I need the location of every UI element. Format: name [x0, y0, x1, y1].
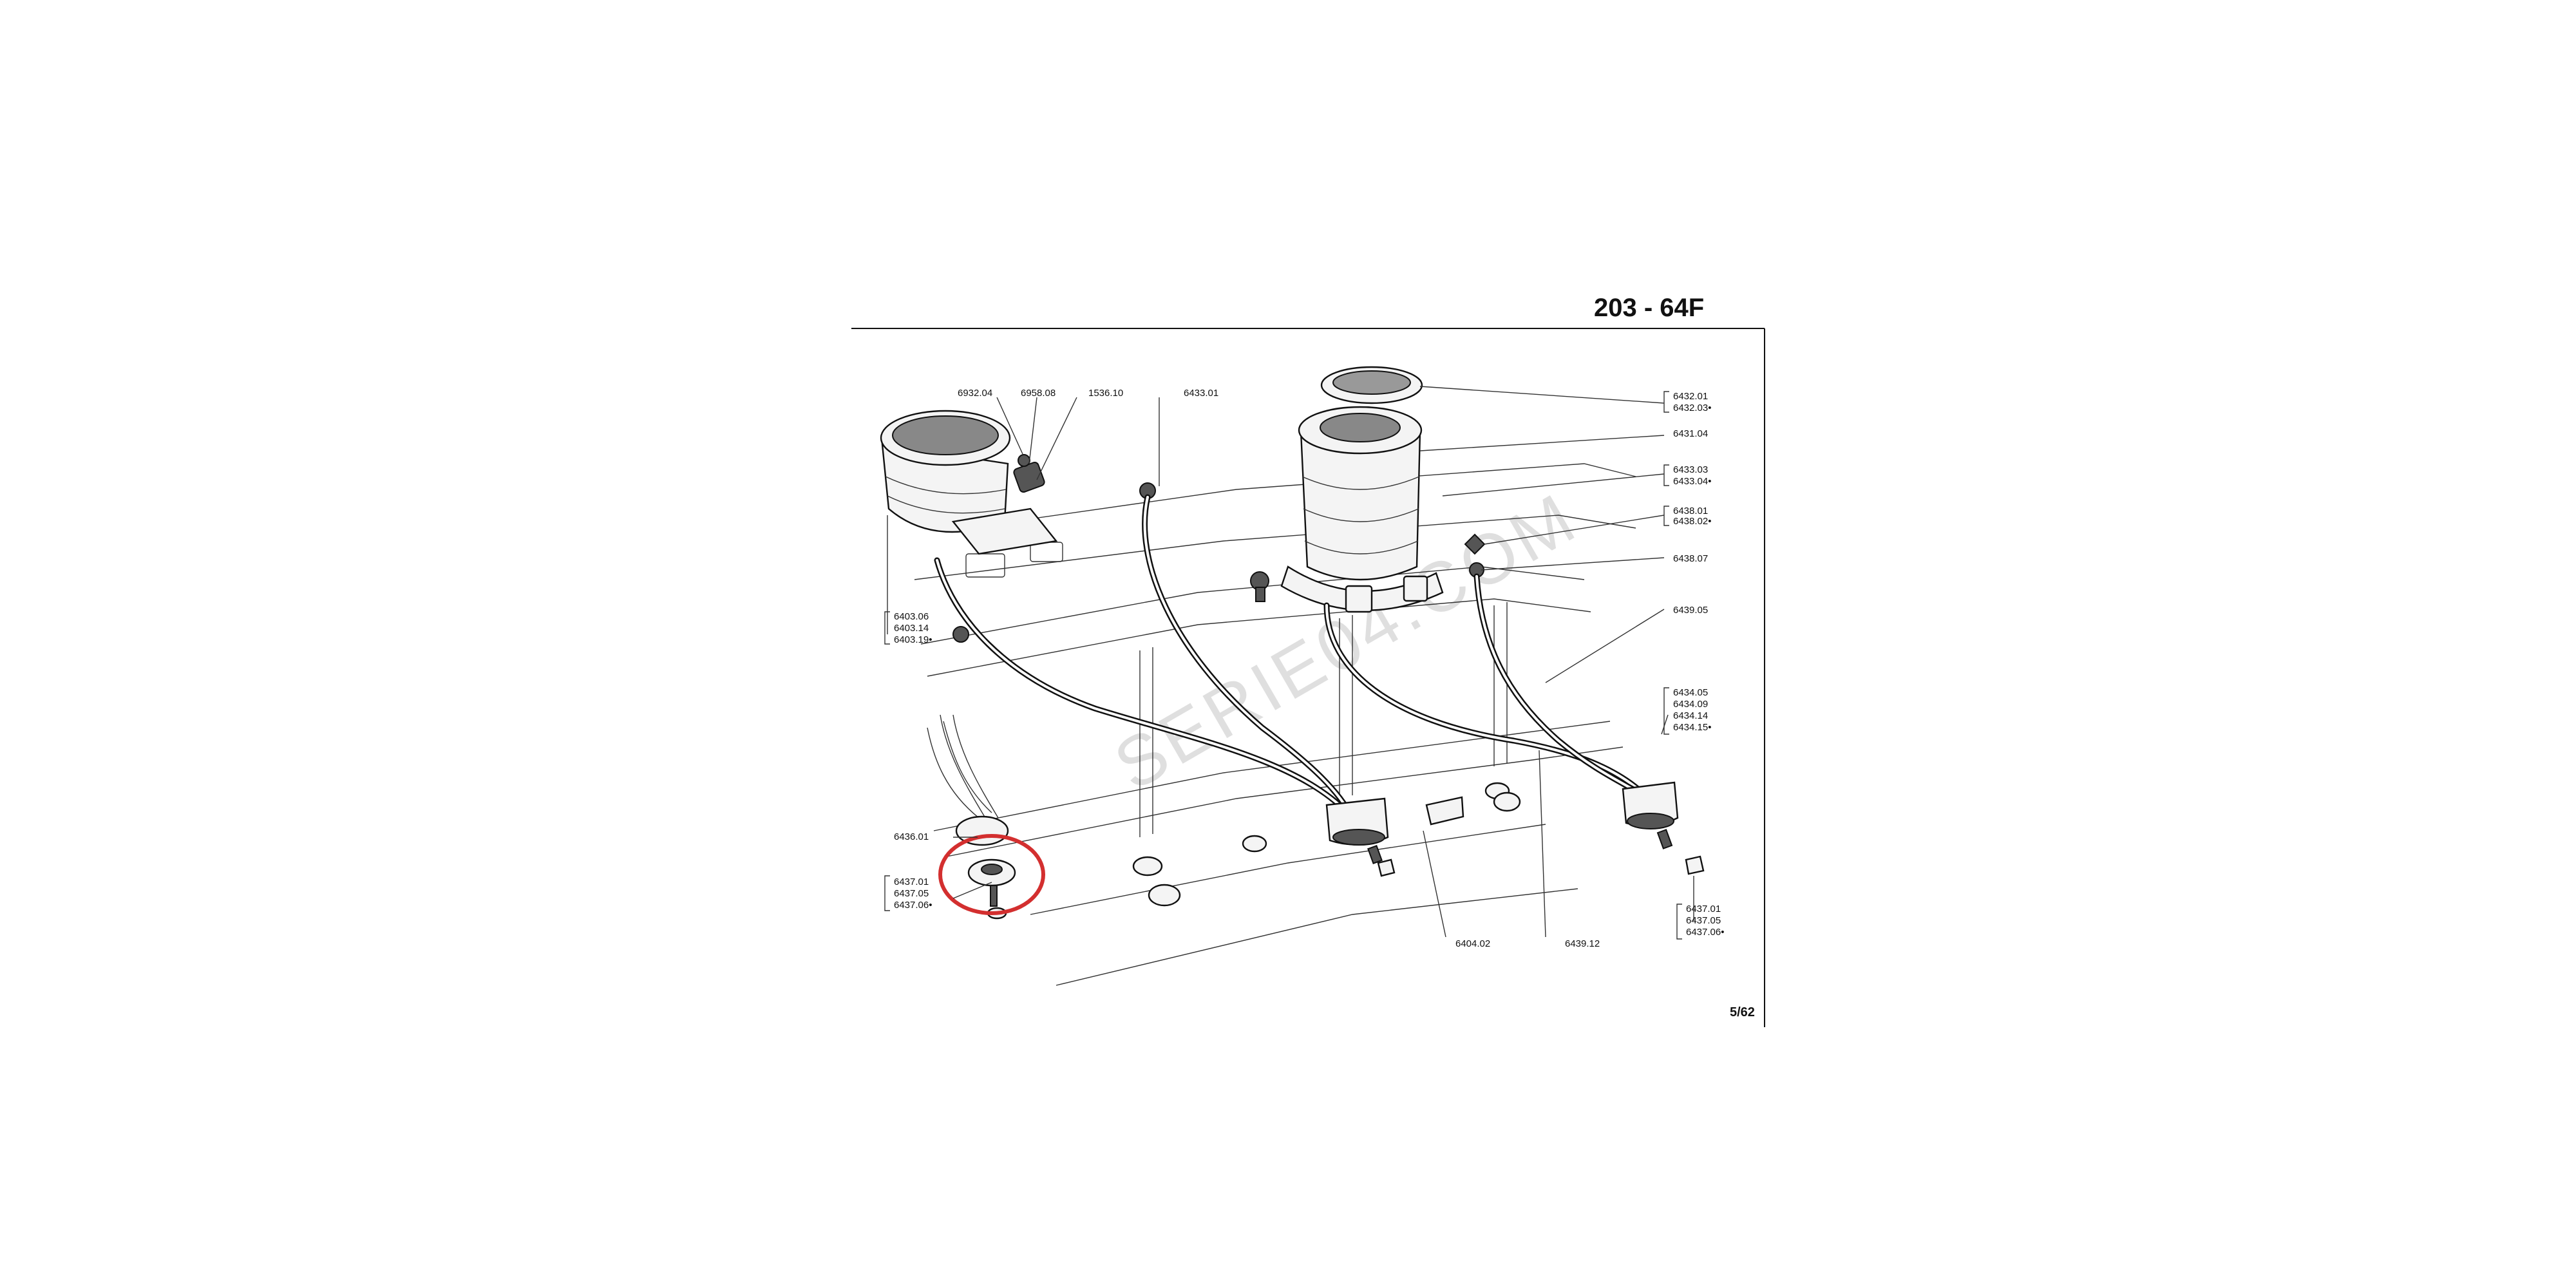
label-6434-14: 6434.14 — [1673, 710, 1708, 721]
label-6432-01: 6432.01 — [1673, 391, 1708, 402]
label-6437-06-right: 6437.06• — [1686, 927, 1724, 938]
washer-jets — [955, 781, 1705, 920]
label-6434-15: 6434.15• — [1673, 722, 1711, 733]
label-6438-02: 6438.02• — [1673, 516, 1711, 527]
part-labels: 6932.04 6958.08 1536.10 6433.01 6432.01 … — [894, 388, 1724, 949]
label-6437-01-left: 6437.01 — [894, 876, 929, 887]
label-6437-06-left: 6437.06• — [894, 900, 932, 911]
label-brackets — [884, 391, 1682, 940]
label-6932-04: 6932.04 — [958, 388, 992, 399]
label-6433-03: 6433.03 — [1673, 464, 1708, 475]
label-6403-14: 6403.14 — [894, 623, 929, 634]
label-6436-01: 6436.01 — [894, 831, 929, 842]
label-6437-05-right: 6437.05 — [1686, 915, 1721, 926]
label-1536-10: 1536.10 — [1088, 388, 1123, 399]
label-6434-09: 6434.09 — [1673, 699, 1708, 710]
label-6403-06: 6403.06 — [894, 611, 929, 622]
label-6439-12: 6439.12 — [1565, 938, 1600, 949]
highlight-circle — [938, 834, 1045, 915]
label-6403-19: 6403.19• — [894, 634, 932, 645]
page-number: 5/62 — [1730, 1005, 1755, 1019]
diagram-title: 203 - 64F — [1594, 294, 1704, 322]
leader-lines — [887, 386, 1694, 938]
label-6432-03: 6432.03• — [1673, 402, 1711, 413]
label-6439-05: 6439.05 — [1673, 605, 1708, 616]
label-6433-01: 6433.01 — [1184, 388, 1218, 399]
label-6404-02: 6404.02 — [1455, 938, 1490, 949]
fittings — [952, 482, 1486, 643]
right-reservoir — [1280, 366, 1444, 613]
label-6433-04: 6433.04• — [1673, 476, 1711, 487]
label-6438-07: 6438.07 — [1673, 553, 1708, 564]
left-reservoir — [880, 410, 1058, 555]
label-6958-08: 6958.08 — [1021, 388, 1056, 399]
label-6437-05-left: 6437.05 — [894, 888, 929, 899]
label-6438-01: 6438.01 — [1673, 506, 1708, 516]
label-6431-04: 6431.04 — [1673, 428, 1708, 439]
label-6437-01-right: 6437.01 — [1686, 904, 1721, 914]
label-6434-05: 6434.05 — [1673, 687, 1708, 698]
washer-hoses — [927, 494, 1652, 821]
